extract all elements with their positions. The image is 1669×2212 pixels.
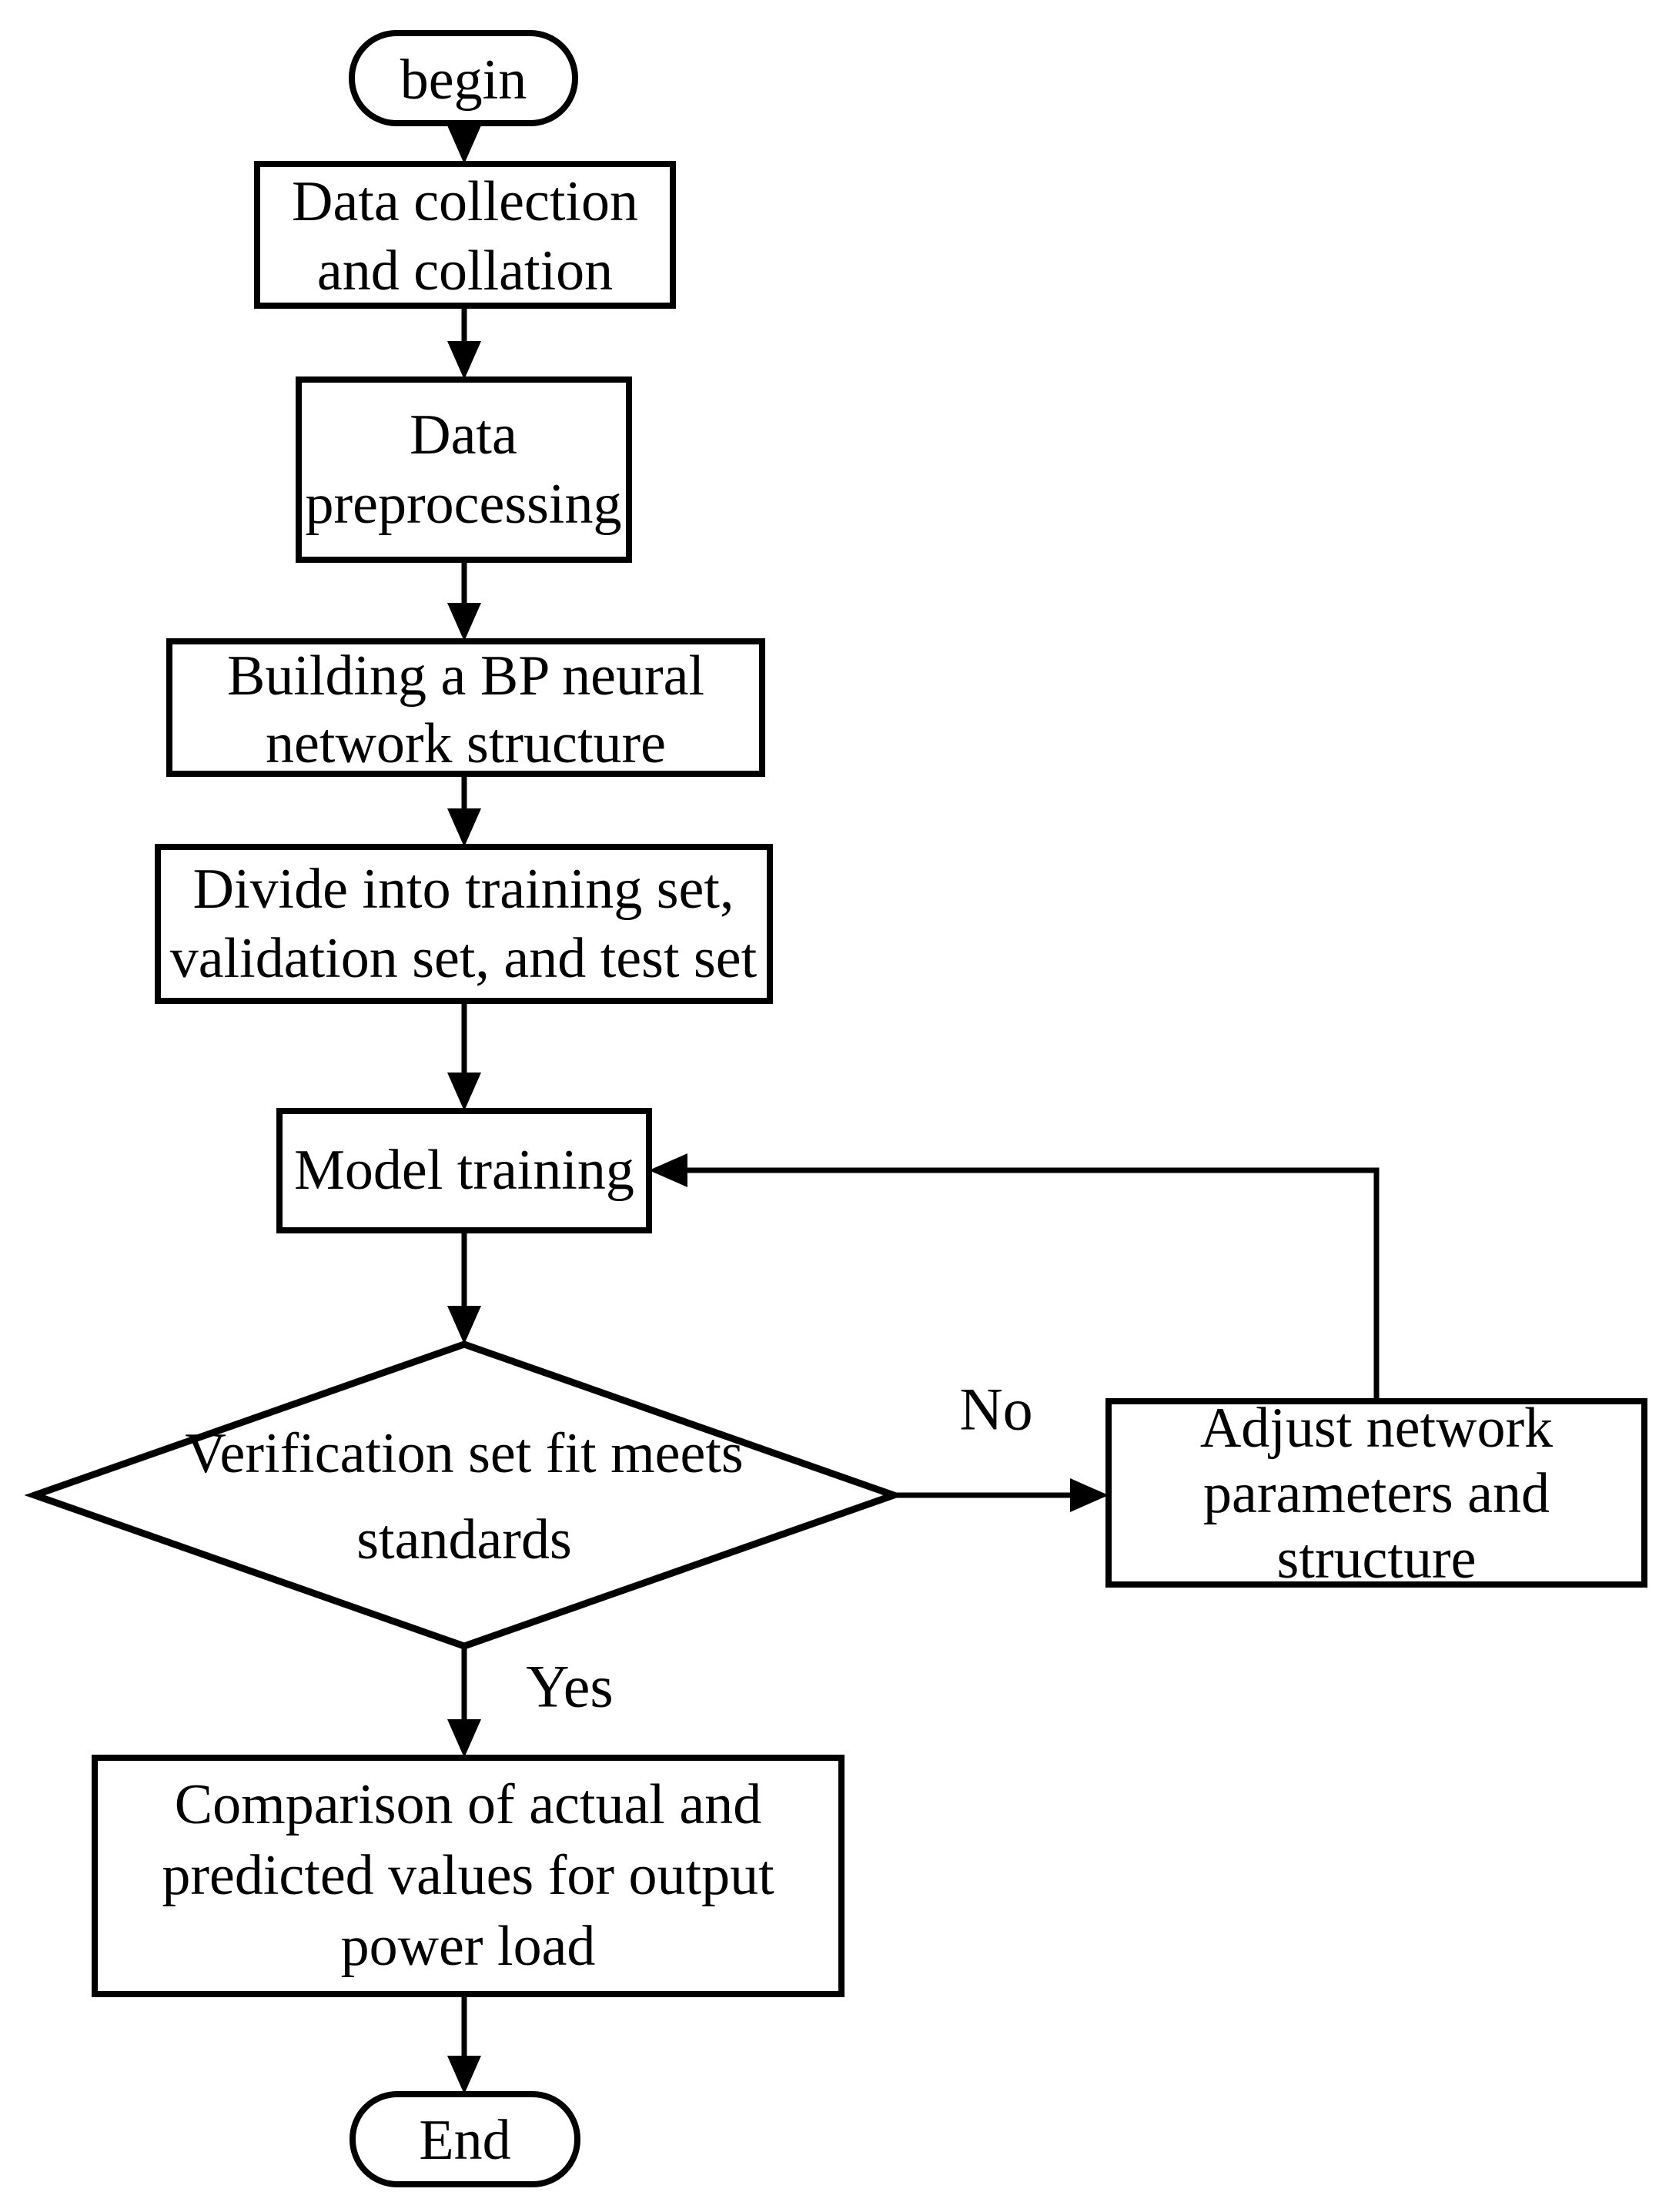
adjust-network-line2: parameters and (1203, 1462, 1550, 1525)
comparison-line2: predicted values for output (162, 1844, 774, 1907)
data-collection-line1: Data collection (292, 170, 638, 233)
arrowhead-left-icon (649, 1153, 687, 1187)
arrowhead-down-icon (447, 341, 481, 380)
end-node-label: End (419, 2109, 510, 2172)
arrowhead-down-icon (447, 125, 481, 164)
yes-branch-label: Yes (526, 1653, 614, 1720)
end-node (350, 2091, 580, 2187)
comparison-line3: power load (341, 1915, 596, 1978)
arrowhead-down-icon (447, 1719, 481, 1758)
data-preprocessing-line1: Data (410, 403, 517, 467)
connector-adjust-feedback-to-training (655, 1167, 1380, 1401)
divide-sets-line1: Divide into training set, (193, 858, 734, 921)
verification-line1: Verification set fit meets (185, 1422, 743, 1485)
begin-node (349, 30, 578, 126)
divide-sets-node (155, 844, 773, 1004)
verification-line2: standards (356, 1508, 572, 1571)
data-preprocessing-line2: preprocessing (306, 473, 622, 536)
build-network-line1: Building a BP neural (227, 644, 704, 708)
adjust-network-line1: Adjust network (1200, 1397, 1553, 1460)
build-network-line2: network structure (266, 712, 666, 775)
arrowhead-right-icon (1070, 1478, 1109, 1512)
begin-node-label: begin (400, 49, 527, 112)
adjust-network-node (1105, 1398, 1647, 1588)
build-network-node (166, 638, 765, 777)
arrowhead-down-icon (447, 1306, 481, 1344)
arrowhead-down-icon (447, 1073, 481, 1111)
comparison-node (92, 1755, 845, 1997)
verification-decision-node (24, 1340, 905, 1650)
arrowhead-down-icon (447, 808, 481, 847)
arrowhead-down-icon (447, 2056, 481, 2094)
data-preprocessing-node (296, 376, 632, 563)
adjust-network-line3: structure (1277, 1528, 1477, 1591)
comparison-line1: Comparison of actual and (175, 1773, 761, 1836)
model-training-label: Model training (294, 1139, 634, 1202)
arrowhead-down-icon (447, 603, 481, 641)
model-training-node (276, 1108, 652, 1233)
data-collection-line2: and collation (317, 239, 613, 303)
divide-sets-line2: validation set, and test set (170, 927, 758, 990)
no-branch-label: No (959, 1376, 1032, 1443)
data-collection-node (254, 161, 676, 309)
